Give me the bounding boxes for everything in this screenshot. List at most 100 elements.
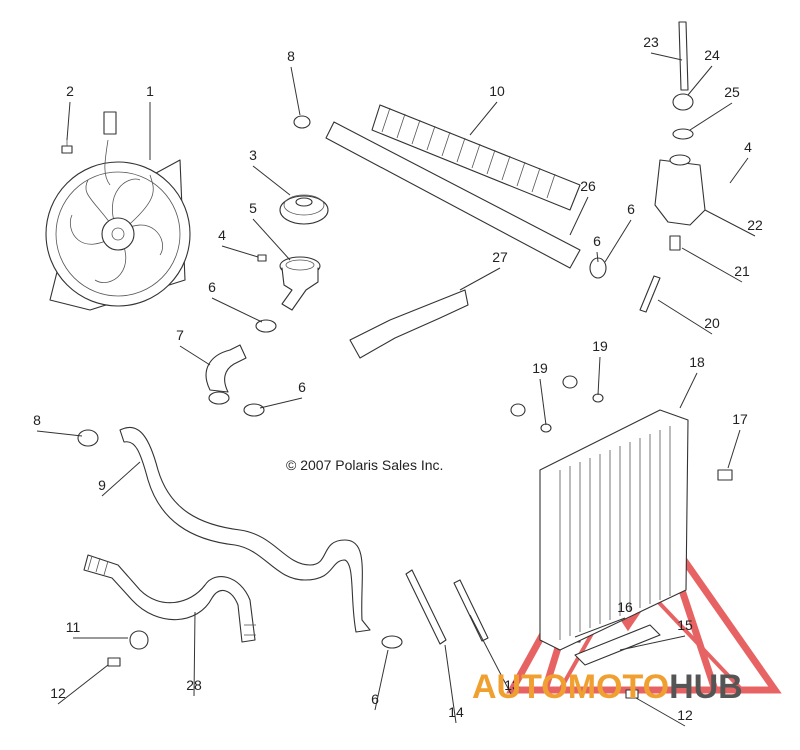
corrugated-hose xyxy=(371,104,581,211)
leader-line-6 xyxy=(211,297,263,323)
leader-line-7 xyxy=(179,345,211,366)
leader-line-8 xyxy=(290,66,301,116)
grommet xyxy=(510,375,604,433)
callout-19: 19 xyxy=(592,338,608,354)
leader-lines xyxy=(36,52,756,727)
leader-line-24 xyxy=(687,65,713,96)
leader-line-23 xyxy=(650,52,683,61)
vent-tube xyxy=(678,21,689,91)
radiator-cap xyxy=(279,194,329,225)
callout-25: 25 xyxy=(724,84,740,100)
leader-line-27 xyxy=(459,267,501,291)
callout-20: 20 xyxy=(704,315,720,331)
callout-11: 11 xyxy=(66,619,81,635)
callout-19: 19 xyxy=(532,360,548,376)
callout-14: 14 xyxy=(448,704,464,720)
leader-line-2 xyxy=(66,101,71,141)
callout-10: 10 xyxy=(489,83,505,99)
leader-line-6 xyxy=(374,649,389,711)
callout-15: 15 xyxy=(677,617,693,633)
leader-line-20 xyxy=(657,299,713,335)
callout-2: 2 xyxy=(66,83,74,99)
leader-line-21 xyxy=(681,247,743,283)
leader-line-28 xyxy=(193,611,196,697)
callout-4: 4 xyxy=(218,227,226,243)
callout-6: 6 xyxy=(627,201,635,217)
leader-line-6 xyxy=(604,219,632,263)
watermark-text-brand: AUTOMOTOHUB xyxy=(472,668,743,706)
leader-line-4 xyxy=(221,245,259,258)
callout-16: 16 xyxy=(617,599,633,615)
callout-6: 6 xyxy=(208,279,216,295)
bolt xyxy=(717,469,733,481)
leader-line-14 xyxy=(444,644,457,724)
lower-hose xyxy=(83,554,256,643)
leader-line-5 xyxy=(252,218,291,261)
callout-5: 5 xyxy=(249,200,257,216)
callout-22: 22 xyxy=(747,217,763,233)
leader-line-6 xyxy=(259,397,303,409)
leader-line-9 xyxy=(101,461,141,497)
callout-26: 26 xyxy=(580,178,596,194)
radiator xyxy=(539,409,689,651)
fan-assembly xyxy=(45,111,191,311)
hose-clamp xyxy=(77,115,311,447)
callout-8: 8 xyxy=(287,48,295,64)
leader-line-3 xyxy=(252,165,291,196)
leader-line-26 xyxy=(569,196,589,236)
leader-line-22 xyxy=(704,209,756,237)
callout-labels: 1234456666678891011121213141516171819192… xyxy=(33,34,763,723)
callout-8: 8 xyxy=(33,412,41,428)
callout-9: 9 xyxy=(98,477,106,493)
callout-27: 27 xyxy=(492,249,508,265)
leader-line-12 xyxy=(635,697,686,727)
leader-line-18 xyxy=(679,372,698,409)
leader-line-17 xyxy=(727,429,741,469)
callout-24: 24 xyxy=(704,47,720,63)
callout-6: 6 xyxy=(371,691,379,707)
o-ring xyxy=(672,128,694,140)
callout-6: 6 xyxy=(593,233,601,249)
long-hose xyxy=(119,427,371,633)
callout-17: 17 xyxy=(732,411,748,427)
fitting xyxy=(669,235,681,251)
leader-line-4 xyxy=(729,157,749,184)
overflow-tube xyxy=(639,275,661,313)
leader-line-19 xyxy=(597,356,601,396)
leader-line-16 xyxy=(574,617,626,638)
callout-23: 23 xyxy=(643,34,659,50)
leader-line-12 xyxy=(57,664,109,705)
leader-line-6 xyxy=(596,251,599,263)
copyright-text: © 2007 Polaris Sales Inc. xyxy=(286,457,443,473)
bolt xyxy=(257,254,267,262)
screw xyxy=(107,657,639,699)
callout-12: 12 xyxy=(677,707,693,723)
callout-3: 3 xyxy=(249,147,257,163)
mounting-bracket xyxy=(349,289,469,359)
callout-12: 12 xyxy=(50,685,66,701)
straight-tube xyxy=(325,121,581,269)
cable-tie xyxy=(405,569,489,645)
leader-line-25 xyxy=(689,102,733,131)
p-clamp xyxy=(129,630,149,650)
bolt xyxy=(61,138,73,154)
callout-6: 6 xyxy=(298,379,306,395)
leader-line-10 xyxy=(469,101,498,136)
callout-1: 1 xyxy=(146,83,154,99)
callout-28: 28 xyxy=(186,677,202,693)
coolant-reservoir xyxy=(654,154,706,226)
hose-clamp xyxy=(243,257,607,649)
callout-13: 13 xyxy=(504,677,520,693)
callout-18: 18 xyxy=(689,354,705,370)
leader-line-8 xyxy=(36,430,83,437)
leader-line-15 xyxy=(619,635,686,651)
callout-4: 4 xyxy=(744,139,752,155)
leader-line-19 xyxy=(539,378,547,426)
callout-21: 21 xyxy=(734,263,750,279)
leader-line-13 xyxy=(469,614,513,697)
callout-7: 7 xyxy=(176,327,184,343)
short-hose xyxy=(205,344,247,405)
reservoir-cap xyxy=(672,93,694,111)
filler-neck xyxy=(279,256,321,311)
